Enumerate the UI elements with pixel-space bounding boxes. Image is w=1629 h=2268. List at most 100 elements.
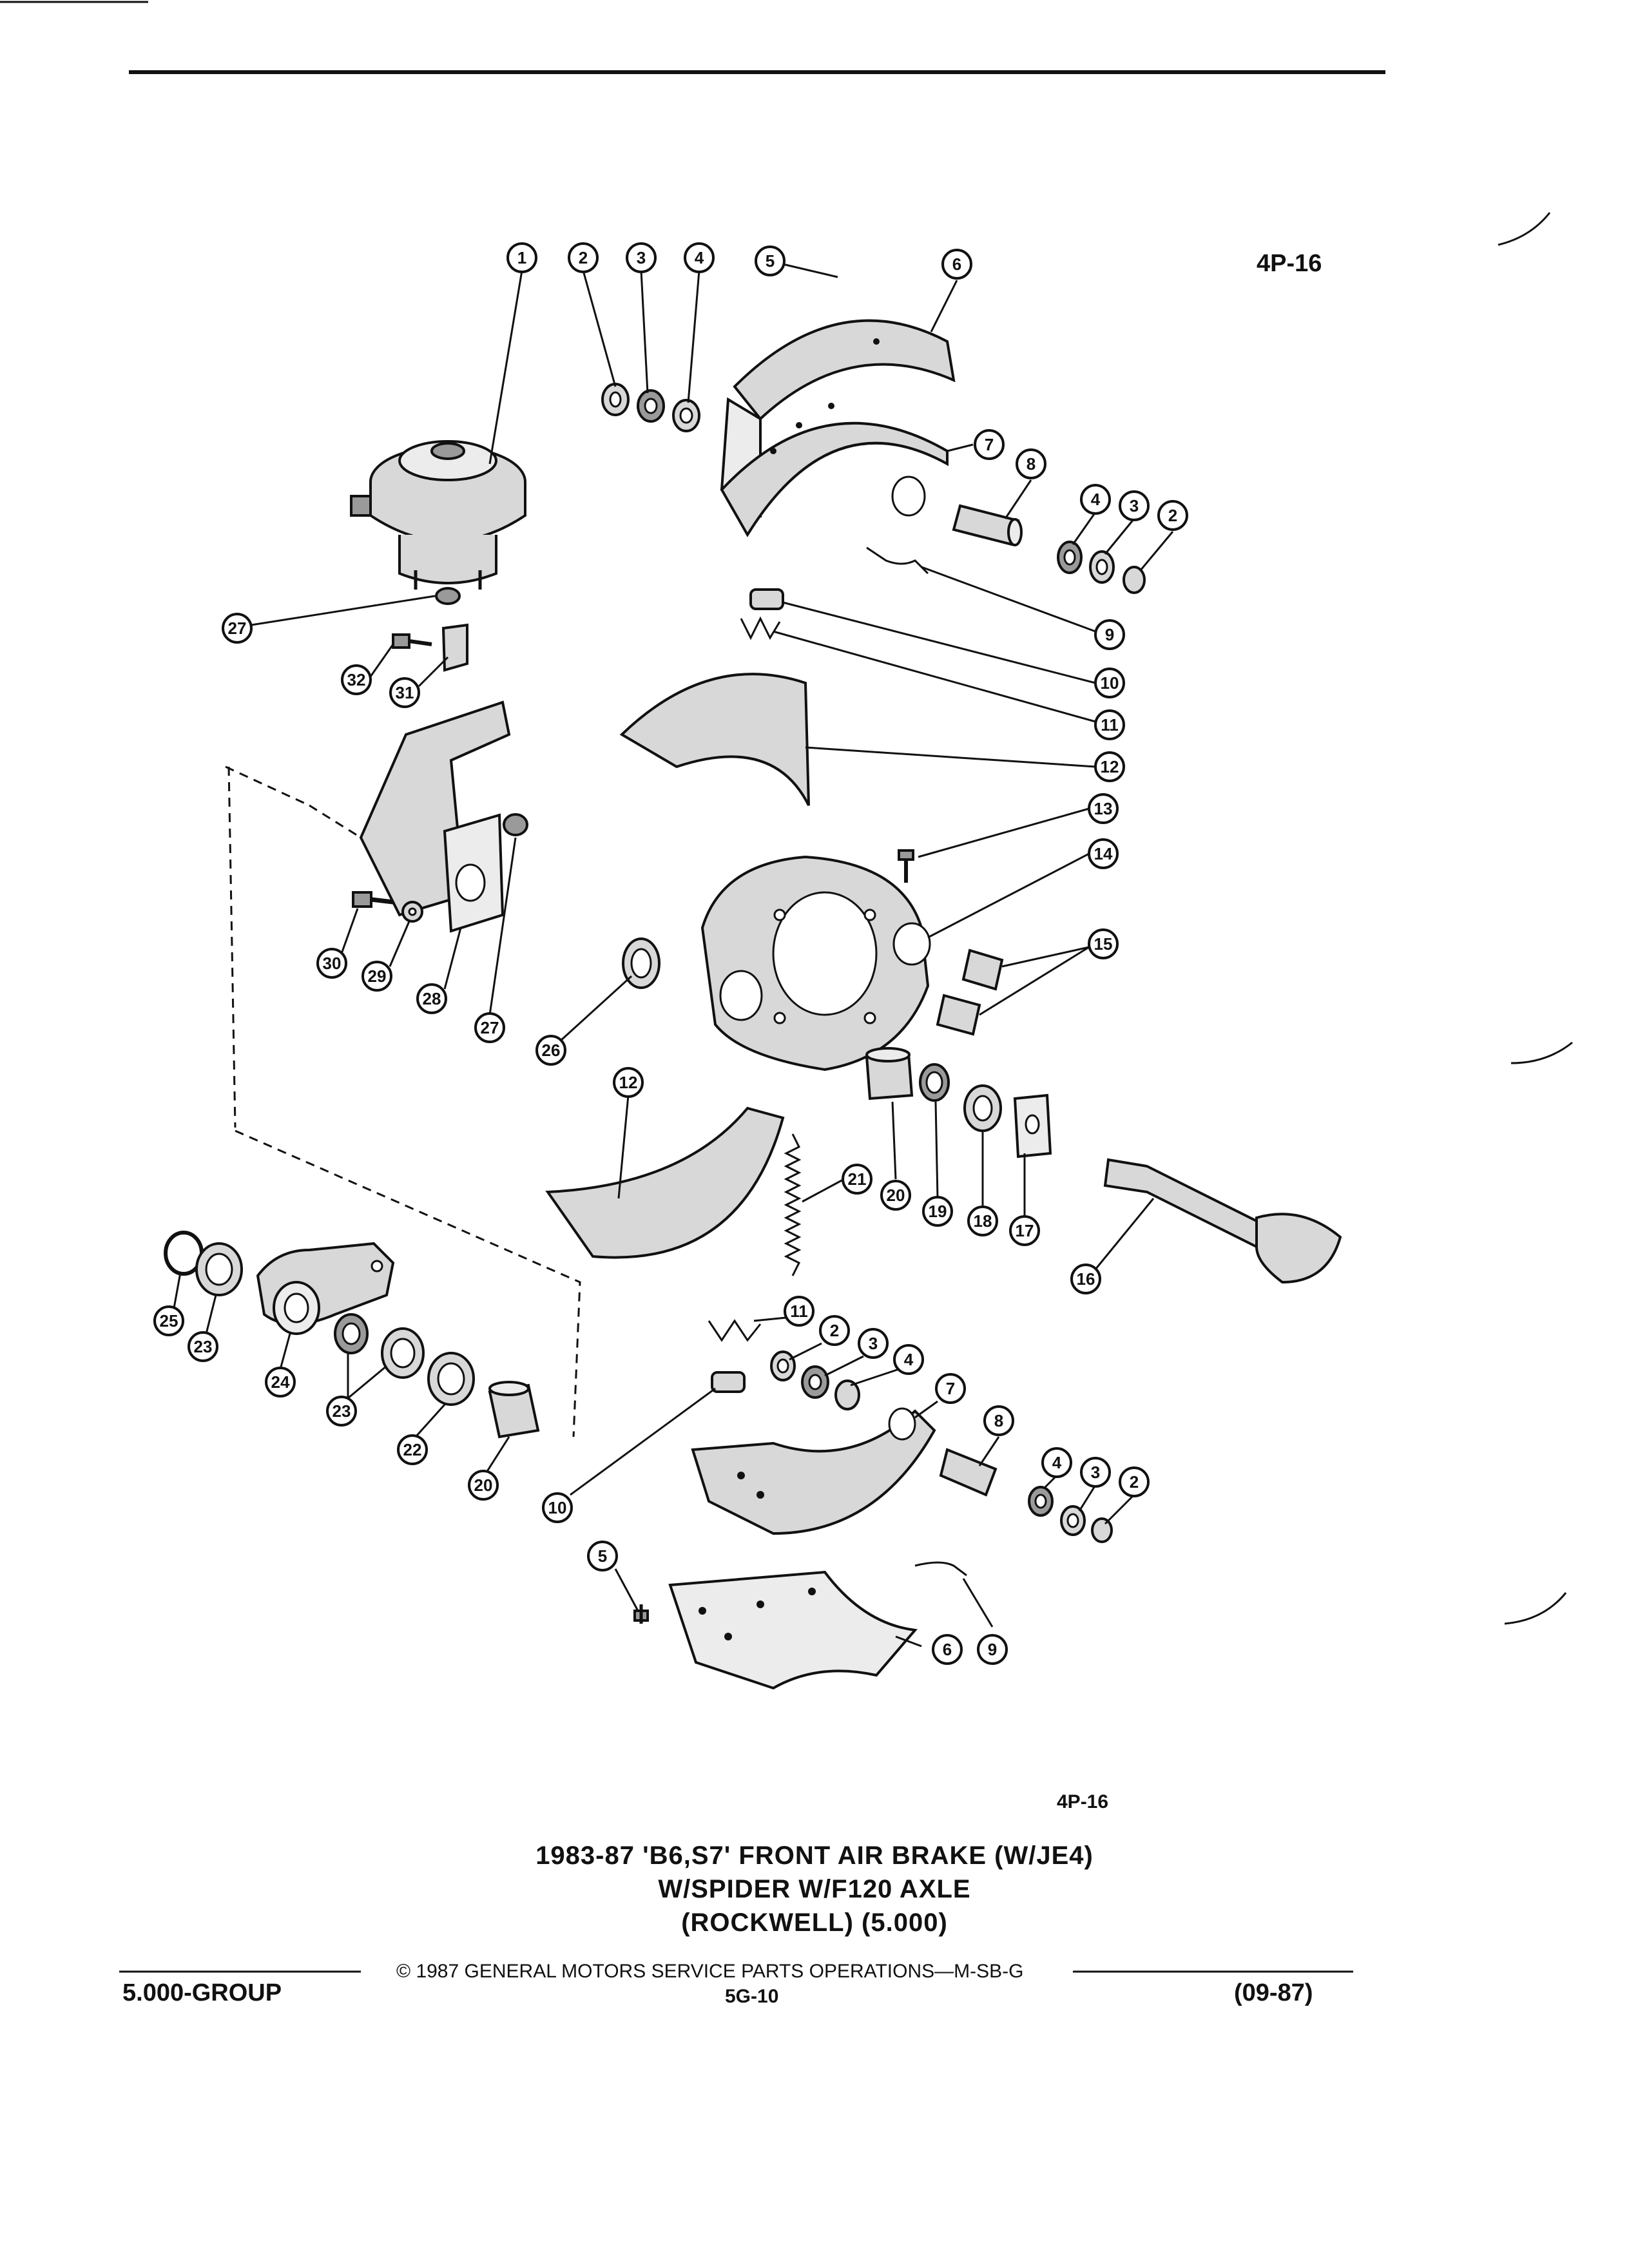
roller-lower	[711, 1371, 746, 1393]
chamber-nut	[435, 587, 461, 605]
svg-text:7: 7	[985, 435, 994, 454]
callout-2: 2	[819, 1315, 850, 1346]
anchor-pin-lower	[939, 1448, 998, 1497]
callout-4: 4	[893, 1344, 924, 1375]
slack-adjuster	[256, 1242, 395, 1335]
page-reference: 4P-16	[1257, 250, 1322, 277]
slack-adjuster-washers	[334, 1313, 425, 1379]
svg-text:9: 9	[988, 1640, 997, 1659]
group-label: 5.000-GROUP	[122, 1979, 282, 2006]
callout-11: 11	[784, 1296, 815, 1327]
camshaft-washer	[963, 1084, 1002, 1132]
spring-clip-lower	[914, 1561, 967, 1577]
slack-adjuster-bushing	[488, 1381, 540, 1439]
svg-text:29: 29	[368, 966, 387, 986]
callout-16: 16	[1070, 1264, 1101, 1294]
svg-text:8: 8	[1027, 454, 1036, 474]
svg-text:3: 3	[869, 1334, 878, 1353]
svg-text:23: 23	[333, 1401, 351, 1421]
svg-text:17: 17	[1016, 1221, 1034, 1240]
svg-text:13: 13	[1094, 799, 1113, 818]
spring-clip-upper	[866, 546, 929, 575]
callout-25: 25	[153, 1305, 184, 1336]
slack-adjuster-seal	[427, 1352, 475, 1406]
svg-text:30: 30	[323, 954, 342, 973]
camshaft-seal	[622, 937, 660, 989]
callout-4: 4	[684, 242, 715, 273]
spider-bushings	[936, 948, 1004, 1036]
callout-7: 7	[974, 429, 1005, 460]
svg-text:18: 18	[974, 1211, 992, 1231]
callout-29: 29	[361, 961, 392, 992]
figure-caption-line3: (ROCKWELL) (5.000)	[681, 1908, 948, 1937]
bracket-nut	[503, 813, 528, 836]
camshaft-bushing	[865, 1047, 914, 1100]
callout-2: 2	[1157, 500, 1188, 531]
return-spring	[784, 1133, 802, 1276]
callout-19: 19	[922, 1196, 953, 1227]
assembly-guide-line	[227, 766, 236, 1128]
figure-caption-line2: W/SPIDER W/F120 AXLE	[658, 1875, 971, 1903]
svg-text:6: 6	[943, 1640, 952, 1659]
callout-17: 17	[1009, 1215, 1040, 1246]
spider-bolt	[898, 849, 914, 883]
brake-chamber	[350, 440, 526, 590]
callout-6: 6	[941, 249, 972, 280]
copyright-line: © 1987 GENERAL MOTORS SERVICE PARTS OPER…	[396, 1961, 1024, 1982]
callout-9: 9	[977, 1634, 1008, 1665]
svg-text:11: 11	[1101, 715, 1119, 735]
date-code: (09-87)	[1234, 1979, 1313, 2006]
callout-27: 27	[474, 1012, 505, 1043]
callout-10: 10	[542, 1492, 573, 1523]
lower-brake-shoe	[691, 1407, 936, 1535]
bracket-bolt	[352, 891, 394, 908]
callout-28: 28	[416, 983, 447, 1014]
callout-18: 18	[967, 1206, 998, 1236]
leader-lines	[173, 263, 1174, 1648]
callout-6: 6	[932, 1634, 963, 1665]
svg-text:8: 8	[994, 1411, 1003, 1430]
callout-8: 8	[983, 1405, 1014, 1436]
svg-text:32: 32	[347, 670, 366, 689]
svg-text:2: 2	[830, 1321, 839, 1340]
callout-20: 20	[880, 1180, 911, 1211]
callout-9: 9	[1094, 619, 1125, 650]
callout-2: 2	[1119, 1466, 1150, 1497]
brake-camshaft	[1103, 1158, 1342, 1284]
svg-text:23: 23	[194, 1337, 213, 1356]
svg-text:2: 2	[579, 248, 588, 267]
callout-31: 31	[389, 677, 420, 708]
washer-set-upper-right	[1057, 541, 1146, 594]
callout-12: 12	[1094, 751, 1125, 782]
svg-text:6: 6	[952, 255, 961, 274]
anchor-pin-upper	[952, 504, 1023, 546]
svg-text:16: 16	[1077, 1269, 1095, 1289]
callout-12: 12	[613, 1067, 644, 1098]
callout-1: 1	[506, 242, 537, 273]
camshaft-bracket	[359, 700, 511, 933]
svg-text:3: 3	[637, 248, 646, 267]
svg-text:4: 4	[1091, 490, 1101, 509]
svg-text:14: 14	[1094, 844, 1113, 863]
svg-text:26: 26	[542, 1041, 561, 1060]
svg-text:31: 31	[396, 683, 414, 702]
svg-text:3: 3	[1130, 496, 1139, 515]
callout-2: 2	[568, 242, 599, 273]
svg-text:4: 4	[695, 248, 704, 267]
callout-3: 3	[626, 242, 657, 273]
roller-upper	[749, 588, 784, 610]
svg-text:12: 12	[1101, 757, 1119, 776]
callout-3: 3	[1119, 490, 1150, 521]
callout-20: 20	[468, 1470, 499, 1501]
svg-text:27: 27	[228, 619, 247, 638]
callout-13: 13	[1088, 793, 1119, 824]
slack-adjuster-washer	[195, 1242, 243, 1296]
svg-text:4: 4	[904, 1350, 914, 1369]
callout-5: 5	[587, 1541, 618, 1571]
retainer-clip-lower	[708, 1319, 762, 1342]
assembly-guide-line	[225, 765, 361, 839]
clevis-pin	[392, 633, 432, 649]
washer-set-lower	[770, 1350, 860, 1410]
callout-4: 4	[1080, 484, 1111, 515]
